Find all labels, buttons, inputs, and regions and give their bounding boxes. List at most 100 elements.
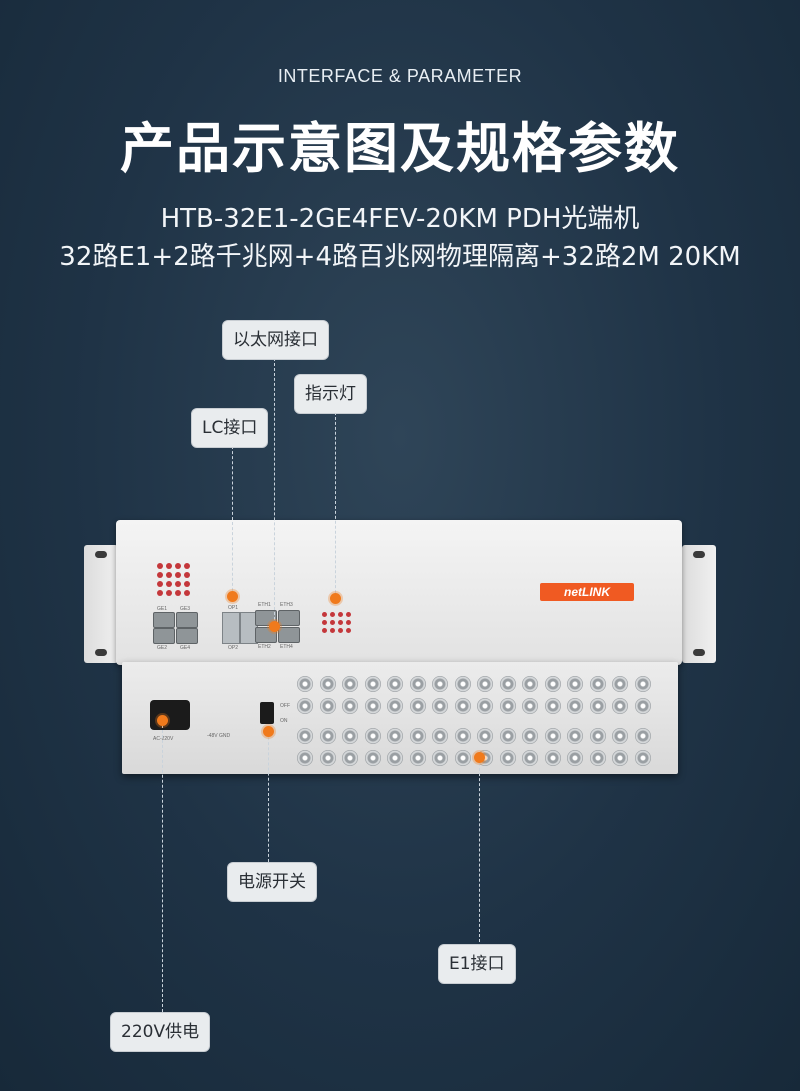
bnc-connector xyxy=(634,676,651,692)
ge4-port xyxy=(176,628,198,644)
e1-leader-line xyxy=(479,758,480,942)
bnc-connector xyxy=(544,728,561,744)
bnc-connector xyxy=(544,750,561,766)
bnc-connector xyxy=(567,728,583,744)
op2-label: OP2 xyxy=(228,645,239,651)
bnc-connector xyxy=(522,698,538,714)
bnc-connector xyxy=(454,698,471,714)
switch-leader-line xyxy=(268,732,269,862)
switch-marker xyxy=(263,726,274,737)
bnc-connector xyxy=(297,698,313,714)
bnc-connector xyxy=(297,676,313,692)
e1-marker xyxy=(474,752,485,763)
bnc-connector xyxy=(589,750,606,766)
callout-lc: LC接口 xyxy=(191,408,269,448)
bnc-connector xyxy=(297,728,313,744)
bnc-connector xyxy=(342,750,358,766)
status-led-grid xyxy=(322,612,351,633)
model-line: HTB-32E1-2GE4FEV-20KM PDH光端机 xyxy=(160,204,640,234)
bnc-connector xyxy=(454,728,471,744)
power-switch[interactable] xyxy=(260,702,274,724)
ge3-label: GE3 xyxy=(180,606,191,612)
bnc-connector xyxy=(544,676,561,692)
bnc-connector xyxy=(432,728,448,744)
ge3-port xyxy=(176,612,198,628)
off-label: OFF xyxy=(280,703,290,709)
bnc-connector xyxy=(342,698,358,714)
bnc-connector xyxy=(499,728,516,744)
bnc-connector xyxy=(634,728,651,744)
indicator-leader-line xyxy=(335,412,336,598)
bnc-connector xyxy=(364,698,381,714)
callout-power-supply: 220V供电 xyxy=(110,1012,211,1052)
bnc-connector xyxy=(364,676,381,692)
callout-power-switch: 电源开关 xyxy=(227,862,317,902)
lc-port-1 xyxy=(222,612,240,644)
bnc-connector xyxy=(499,750,516,766)
bnc-connector xyxy=(409,698,426,714)
ethernet-marker xyxy=(269,621,280,632)
bnc-connector xyxy=(522,728,538,744)
bnc-connector xyxy=(432,698,448,714)
eth1-label: ETH1 xyxy=(258,602,271,608)
ge1-port xyxy=(153,612,175,628)
bnc-connector xyxy=(522,750,538,766)
bnc-connector xyxy=(387,728,403,744)
bnc-connector xyxy=(634,698,651,714)
bnc-connector xyxy=(319,698,336,714)
bnc-connector xyxy=(477,698,493,714)
bnc-connector xyxy=(297,750,313,766)
bnc-connector xyxy=(477,728,493,744)
power-socket xyxy=(150,700,190,730)
eth4-port xyxy=(278,627,300,643)
ge2-port xyxy=(153,628,175,644)
callout-ethernet: 以太网接口 xyxy=(222,320,329,360)
callout-e1: E1接口 xyxy=(438,944,516,984)
bnc-connector xyxy=(612,750,628,766)
bnc-connector xyxy=(612,676,628,692)
bnc-connector xyxy=(409,676,426,692)
power-leader-line xyxy=(162,720,163,1012)
bnc-connector xyxy=(432,750,448,766)
op1-label: OP1 xyxy=(228,605,239,611)
eth4-label: ETH4 xyxy=(280,644,293,650)
bnc-connector xyxy=(409,750,426,766)
ge4-label: GE4 xyxy=(180,645,191,651)
bnc-connector xyxy=(567,750,583,766)
lc-leader-line xyxy=(232,446,233,596)
bnc-connector xyxy=(589,728,606,744)
eyebrow-text: INTERFACE & PARAMETER xyxy=(277,66,523,86)
bnc-connector xyxy=(499,676,516,692)
rack-ear-left xyxy=(84,545,118,663)
bnc-connector xyxy=(342,728,358,744)
ge1-label: GE1 xyxy=(157,606,168,612)
brand-logo: netLINK xyxy=(540,583,634,601)
e1-led-grid xyxy=(157,563,190,596)
bnc-connector xyxy=(634,750,651,766)
bnc-connector xyxy=(319,676,336,692)
bnc-connector xyxy=(387,676,403,692)
bnc-connector xyxy=(612,698,628,714)
bnc-connector xyxy=(387,698,403,714)
bnc-connector xyxy=(589,698,606,714)
bnc-connector xyxy=(364,750,381,766)
bnc-connector xyxy=(342,676,358,692)
bnc-connector xyxy=(612,728,628,744)
rack-ear-right xyxy=(682,545,716,663)
ethernet-leader-line xyxy=(274,358,275,620)
dc-label: -48V GND xyxy=(207,733,231,739)
bnc-connector xyxy=(387,750,403,766)
ac-label: AC-220V xyxy=(153,736,174,742)
bnc-connector xyxy=(499,698,516,714)
callout-indicator: 指示灯 xyxy=(294,374,367,414)
bnc-connector xyxy=(567,676,583,692)
spec-line: 32路E1+2路千兆网+4路百兆网物理隔离+32路2M 20KM xyxy=(59,242,741,272)
bnc-connector xyxy=(319,728,336,744)
eth3-label: ETH3 xyxy=(280,602,293,608)
bnc-connector xyxy=(544,698,561,714)
bnc-connector xyxy=(432,676,448,692)
bnc-connector xyxy=(589,676,606,692)
on-label: ON xyxy=(280,718,288,724)
ge2-label: GE2 xyxy=(157,645,168,651)
indicator-marker xyxy=(330,593,341,604)
